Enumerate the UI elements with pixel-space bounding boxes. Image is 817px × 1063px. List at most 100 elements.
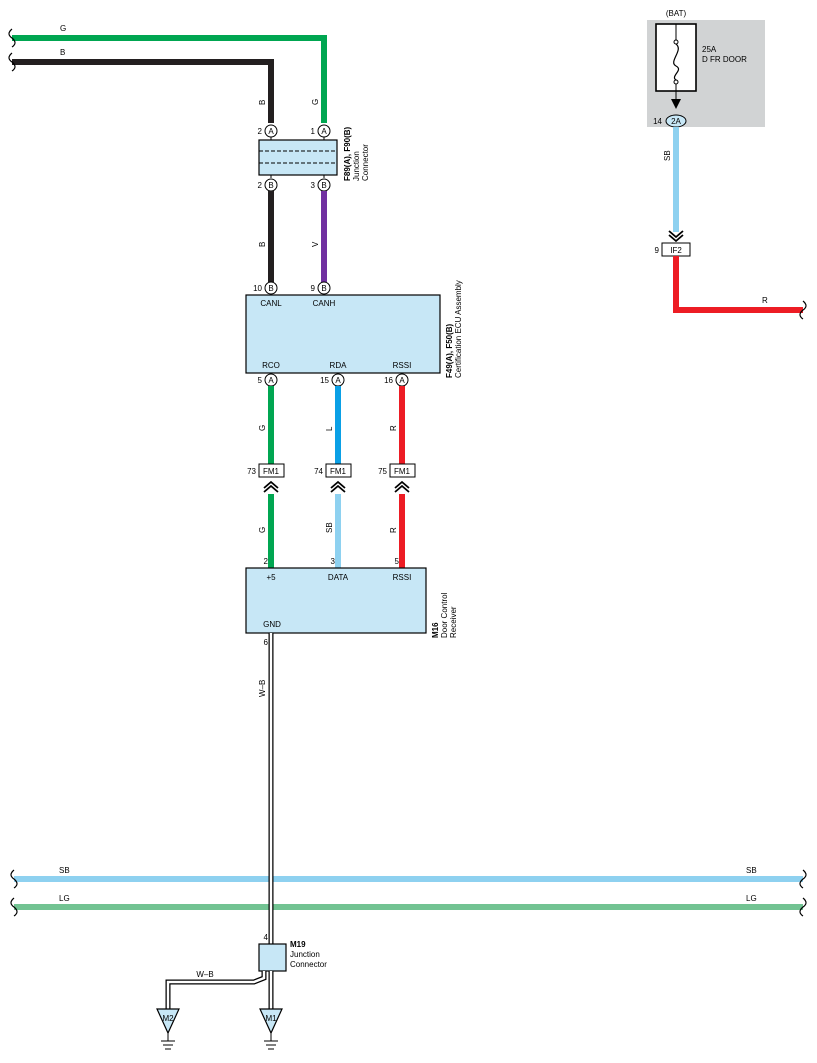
- fuse-pin-number: 14: [653, 117, 662, 126]
- fm1-box: [258, 463, 285, 478]
- f89-name-2: Connector: [361, 144, 370, 181]
- connector-letter: A: [399, 376, 405, 385]
- terminal-canl: CANL: [260, 299, 282, 308]
- wire-break-b: [8, 52, 16, 72]
- ground-label-m1: M1: [265, 1014, 277, 1023]
- connector-letter: B: [268, 284, 273, 293]
- terminal-p5: +5: [266, 573, 276, 582]
- wire-label-r2: R: [389, 527, 398, 533]
- fm1-label: FM1: [330, 467, 347, 476]
- pin-number: 3: [311, 181, 316, 190]
- door-control-receiver-m16: +5 DATA RSSI GND M16 Door Control Receiv…: [245, 567, 458, 638]
- bus-break-right-lg: [799, 897, 807, 917]
- terminal-gnd: GND: [263, 620, 281, 629]
- pin-number: 4: [264, 933, 269, 942]
- connector-circle: [317, 281, 331, 295]
- pin-number: 9: [311, 284, 316, 293]
- connector-letter: B: [321, 284, 326, 293]
- inline-chevron: [668, 230, 684, 243]
- ground-wire: 6 W–B: [258, 633, 274, 944]
- f49-name: Certification ECU Assembly: [454, 280, 463, 378]
- terminal-rco: RCO: [262, 361, 280, 370]
- bus-wires: SB SB LG LG: [10, 866, 807, 917]
- fuse-terminal: [673, 39, 679, 45]
- connector-letter: A: [268, 376, 274, 385]
- m19-name-1: Junction: [290, 950, 320, 959]
- receiver-body: [245, 567, 427, 634]
- fuse-rating: 25A: [702, 45, 717, 54]
- wb-ground-wire-m2: [166, 971, 266, 1009]
- if2-pin-number: 9: [655, 246, 660, 255]
- terminal-data: DATA: [328, 573, 349, 582]
- ground-triangle: [259, 1008, 283, 1035]
- wire-label-g-top: G: [60, 24, 66, 33]
- connector-letter: A: [321, 127, 327, 136]
- wire-label-b1: B: [258, 100, 267, 105]
- fm1-box: [389, 463, 416, 478]
- wire-label-b-top: B: [60, 48, 65, 57]
- bus-break-left-sb: [10, 869, 18, 889]
- fuse-terminal: [673, 79, 679, 85]
- bus-break-right-sb: [799, 869, 807, 889]
- wire-break-g: [8, 28, 16, 48]
- f49-caption: F49(A), F50(B) Certification ECU Assembl…: [445, 280, 463, 378]
- bus-break-left-lg: [10, 897, 18, 917]
- fm1-label: FM1: [394, 467, 411, 476]
- pin-number: 2: [258, 127, 263, 136]
- fuse-connector-code: 2A: [671, 117, 681, 126]
- connector-letter: B: [321, 181, 326, 190]
- m16-name-1: Door Control: [440, 592, 449, 638]
- wire-label-g2: G: [258, 527, 267, 533]
- wb-ground-wire-m2: [165, 971, 267, 1009]
- connector-circle: [317, 124, 331, 138]
- pin-number: 3: [331, 557, 336, 566]
- connector-letter: B: [268, 181, 273, 190]
- f89-name-1: Junction: [352, 151, 361, 181]
- wire-label-wb: W–B: [258, 680, 267, 697]
- wire-label-l-rda: L: [325, 426, 334, 431]
- pin-number: 16: [384, 376, 393, 385]
- wire-break-r: [799, 300, 807, 320]
- red-wire-fuse: [673, 256, 803, 313]
- ground-points: M2 M1: [156, 1008, 283, 1050]
- wire-label-sb2: SB: [325, 522, 334, 533]
- terminal-canh: CANH: [313, 299, 336, 308]
- f89-code: F89(A), F90(B): [343, 126, 352, 181]
- m16-caption: M16 Door Control Receiver: [431, 592, 458, 638]
- wire-label-b2: B: [258, 242, 267, 247]
- pin-number: 5: [258, 376, 263, 385]
- fuse-arrow: [671, 99, 681, 109]
- fuse-source-label: (BAT): [666, 9, 687, 18]
- junction-connector-f89: A A B B 2 1 2 3 F89(A), F90(B) Junction …: [258, 124, 370, 192]
- pin-number: 6: [264, 638, 269, 647]
- pin-number: 15: [320, 376, 329, 385]
- pin-number: 74: [314, 467, 323, 476]
- fm1-box: [325, 463, 352, 478]
- connector-circle: [264, 124, 278, 138]
- inline-chevron: [263, 480, 279, 493]
- fuse-element: [673, 43, 680, 81]
- lg-bus-label-right: LG: [746, 894, 757, 903]
- wire-label-g1: G: [311, 99, 320, 105]
- f89-body: [258, 139, 338, 176]
- terminal-rssi: RSSI: [393, 361, 412, 370]
- m19-name-2: Connector: [290, 960, 327, 969]
- certification-ecu-f49: B B 10 9 CANL CANH RCO RDA RSSI A A A 5 …: [245, 280, 463, 387]
- connector-letter: A: [268, 127, 274, 136]
- m16-name-2: Receiver: [449, 606, 458, 638]
- pin-number: 10: [253, 284, 262, 293]
- f89-caption: F89(A), F90(B) Junction Connector: [343, 126, 370, 181]
- pin-number: 73: [247, 467, 256, 476]
- pin-number: 2: [264, 557, 269, 566]
- ground-triangle: [156, 1008, 180, 1035]
- top-input-wires: G B B G: [8, 24, 327, 123]
- sb-bus-label-left: SB: [59, 866, 70, 875]
- can-wires: B V: [258, 191, 327, 282]
- receiver-upper-wires: G L R: [258, 386, 405, 464]
- fuse-output-wires: SB IF2 9 R: [655, 127, 807, 320]
- ground-m2: M2: [156, 1008, 180, 1050]
- fuse-block: (BAT) 25A D FR DOOR 2A 14: [647, 9, 765, 128]
- wire-label-g-rco: G: [258, 425, 267, 431]
- pin-number: 2: [258, 181, 263, 190]
- lg-bus-label-left: LG: [59, 894, 70, 903]
